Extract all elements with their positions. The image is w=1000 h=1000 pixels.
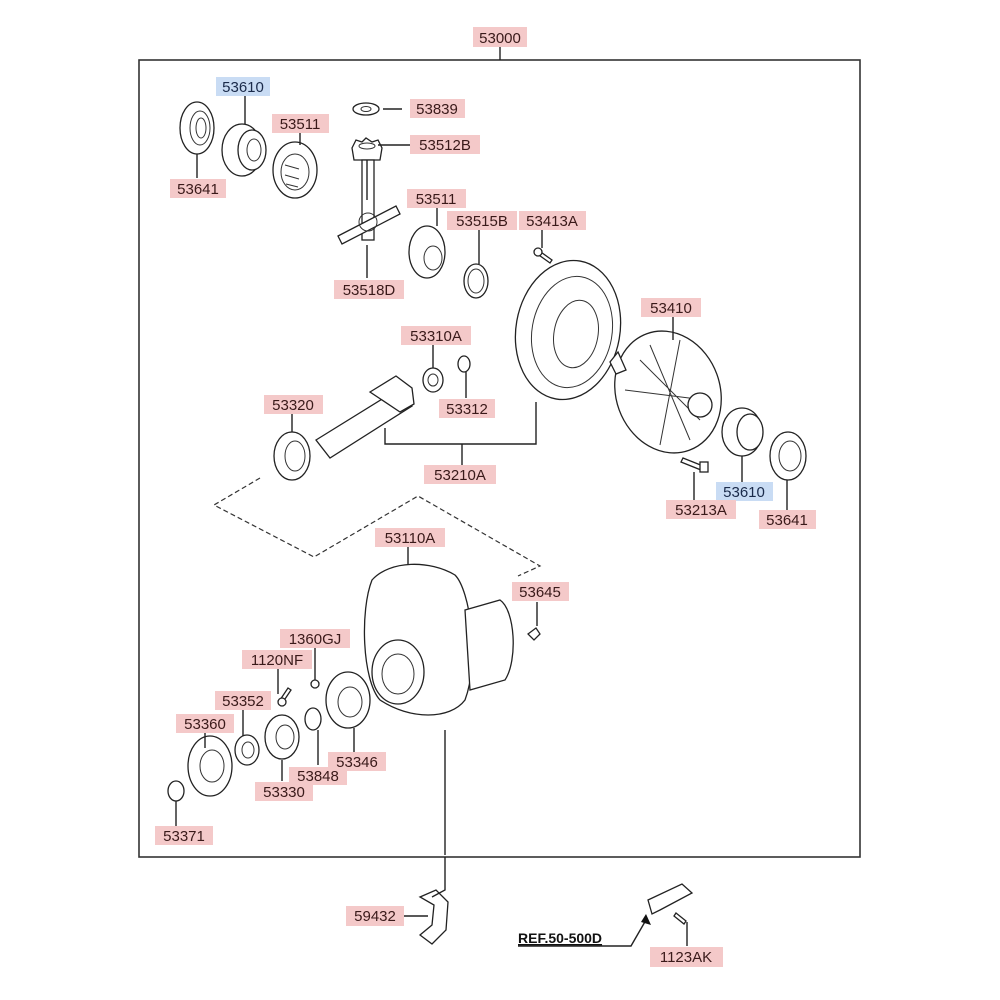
part-bolt-53413a[interactable] — [533, 247, 553, 264]
part-bolt-53213a[interactable] — [680, 457, 709, 473]
part-oring-53848[interactable] — [304, 707, 322, 731]
part-label-53410[interactable]: 53410 — [641, 298, 701, 317]
part-label-53360[interactable]: 53360 — [176, 714, 234, 733]
svg-text:53210A: 53210A — [434, 467, 486, 484]
assembly-dashed-outline — [212, 477, 542, 577]
part-retainer-53346[interactable] — [325, 671, 371, 729]
svg-text:53371: 53371 — [163, 828, 205, 845]
svg-text:53000: 53000 — [479, 30, 521, 47]
part-bearing-53610-left[interactable] — [221, 123, 267, 177]
svg-text:53360: 53360 — [184, 716, 226, 733]
reference-link-50-500d[interactable]: REF.50-500D — [518, 930, 602, 946]
part-pinion-gear-53512b[interactable] — [351, 137, 383, 161]
svg-text:53110A: 53110A — [385, 530, 436, 547]
part-label-53371[interactable]: 53371 — [155, 826, 213, 845]
svg-text:53413A: 53413A — [526, 213, 578, 230]
part-label-53645[interactable]: 53645 — [512, 582, 569, 601]
part-label-1120nf[interactable]: 1120NF — [242, 650, 312, 669]
part-label-53312[interactable]: 53312 — [439, 399, 495, 418]
part-nut-53371[interactable] — [167, 780, 185, 802]
part-label-53641-left[interactable]: 53641 — [170, 179, 226, 198]
part-spacer-53312[interactable] — [457, 355, 471, 373]
svg-text:53512B: 53512B — [419, 137, 471, 154]
part-label-53511-left[interactable]: 53511 — [272, 114, 329, 133]
part-label-59432[interactable]: 59432 — [346, 906, 404, 926]
svg-text:53848: 53848 — [297, 768, 339, 785]
part-label-1123ak[interactable]: 1123AK — [650, 947, 723, 967]
part-bearing-race-53641-right[interactable] — [769, 431, 807, 481]
part-label-53413a[interactable]: 53413A — [519, 211, 586, 230]
svg-text:53511: 53511 — [416, 191, 457, 208]
part-label-53610-right[interactable]: 53610 — [716, 482, 773, 501]
part-differential-case-53410[interactable] — [598, 316, 738, 468]
part-label-53839[interactable]: 53839 — [410, 99, 465, 118]
part-label-53213a[interactable]: 53213A — [666, 500, 736, 519]
part-oil-seal-53352[interactable] — [234, 734, 260, 766]
part-label-53352[interactable]: 53352 — [215, 691, 271, 710]
part-ring-gear[interactable] — [505, 252, 632, 408]
svg-text:1120NF: 1120NF — [251, 652, 303, 669]
part-washer-53839[interactable] — [352, 102, 380, 116]
part-ref-bracket[interactable] — [647, 883, 694, 915]
part-bolt-1123ak[interactable] — [673, 912, 687, 925]
svg-text:1360GJ: 1360GJ — [289, 631, 342, 648]
part-label-53641-right[interactable]: 53641 — [759, 510, 816, 529]
part-label-1360gj[interactable]: 1360GJ — [280, 629, 350, 648]
part-label-53515b[interactable]: 53515B — [447, 211, 517, 230]
svg-text:53312: 53312 — [446, 401, 488, 418]
svg-text:53641: 53641 — [177, 181, 219, 198]
svg-text:53610: 53610 — [222, 79, 264, 96]
svg-text:53641: 53641 — [766, 512, 808, 529]
part-label-53346[interactable]: 53346 — [328, 752, 386, 771]
part-bearing-53330[interactable] — [264, 714, 300, 760]
svg-text:53330: 53330 — [263, 784, 305, 801]
svg-text:1123AK: 1123AK — [660, 949, 712, 966]
svg-text:53839: 53839 — [416, 101, 458, 118]
part-side-gear-53511-right[interactable] — [408, 225, 446, 279]
part-clip-53645[interactable] — [527, 627, 541, 641]
part-label-53320[interactable]: 53320 — [264, 395, 323, 414]
svg-text:53352: 53352 — [222, 693, 264, 710]
part-label-53310a[interactable]: 53310A — [401, 326, 471, 345]
part-label-53000[interactable]: 53000 — [473, 27, 527, 47]
svg-text:59432: 59432 — [354, 908, 396, 925]
part-bearing-53610-right[interactable] — [721, 407, 764, 457]
part-bracket-59432[interactable] — [418, 889, 449, 945]
part-label-53518d[interactable]: 53518D — [334, 280, 404, 299]
part-plug-1360gj[interactable] — [310, 679, 320, 689]
part-label-53848[interactable]: 53848 — [289, 767, 347, 785]
part-carrier-housing-53110a[interactable] — [363, 563, 514, 716]
part-spider-shaft-53518d[interactable] — [337, 159, 401, 245]
svg-text:53320: 53320 — [272, 397, 314, 414]
svg-text:53610: 53610 — [723, 484, 765, 501]
part-label-53210a[interactable]: 53210A — [424, 465, 496, 484]
part-label-53110a[interactable]: 53110A — [375, 528, 445, 547]
svg-text:53410: 53410 — [650, 300, 692, 317]
part-bearing-53320[interactable] — [273, 431, 311, 481]
svg-text:53511: 53511 — [280, 116, 321, 133]
part-label-53511-right[interactable]: 53511 — [407, 189, 466, 208]
part-drive-pinion-53210a[interactable] — [315, 375, 415, 459]
part-companion-flange-53360[interactable] — [187, 735, 233, 797]
svg-text:53310A: 53310A — [410, 328, 462, 345]
svg-text:53645: 53645 — [519, 584, 561, 601]
part-label-53610-left[interactable]: 53610 — [216, 77, 270, 96]
svg-text:53213A: 53213A — [675, 502, 727, 519]
part-bearing-53310a[interactable] — [422, 367, 444, 393]
svg-text:53346: 53346 — [336, 754, 378, 771]
part-thrust-washer-53515b[interactable] — [463, 263, 489, 299]
part-label-53512b[interactable]: 53512B — [410, 135, 480, 154]
part-bearing-race-53641-left[interactable] — [179, 101, 215, 155]
svg-text:53518D: 53518D — [343, 282, 396, 299]
part-bolt-1120nf[interactable] — [277, 687, 292, 707]
svg-text:REF.50-500D: REF.50-500D — [518, 930, 602, 946]
svg-text:53515B: 53515B — [456, 213, 508, 230]
ref-arrowhead-icon — [641, 914, 651, 925]
part-side-gear-53511-left[interactable] — [272, 141, 318, 199]
leader-lines — [175, 95, 788, 947]
part-label-53330[interactable]: 53330 — [255, 782, 313, 801]
